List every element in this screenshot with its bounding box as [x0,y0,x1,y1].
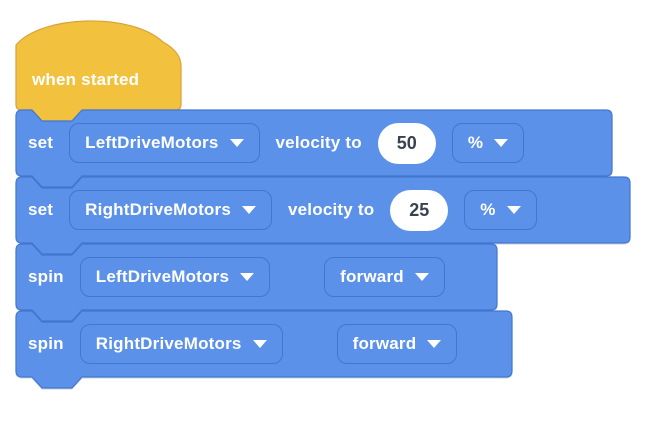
unit-dropdown[interactable]: % [451,123,525,163]
velocity-value: 50 [396,132,417,153]
velocity-value: 25 [409,199,430,220]
motor-dropdown-value: RightDriveMotors [85,200,231,219]
motor-dropdown[interactable]: LeftDriveMotors [69,123,260,163]
unit-dropdown-value: % [467,133,484,152]
direction-dropdown[interactable]: forward [324,257,445,297]
motor-dropdown-value: LeftDriveMotors [95,267,230,286]
unit-dropdown-value: % [480,200,496,219]
caret-down-icon [494,139,509,147]
caret-down-icon [252,340,267,348]
set-velocity-block-left[interactable]: set LeftDriveMotors velocity to 50 % [15,109,613,188]
verb-label: spin [28,267,64,286]
unit-dropdown[interactable]: % [464,190,537,230]
set-velocity-block-right[interactable]: set RightDriveMotors velocity to 25 % [15,176,631,255]
direction-dropdown[interactable]: forward [336,324,458,364]
caret-down-icon [240,273,255,281]
caret-down-icon [414,273,429,281]
property-label: velocity to [275,133,362,152]
caret-down-icon [229,139,244,147]
direction-dropdown-value: forward [340,267,404,286]
hat-label: when started [32,70,140,89]
spin-block-left[interactable]: spin LeftDriveMotors forward [15,243,498,322]
caret-down-icon [242,206,256,214]
motor-dropdown-value: RightDriveMotors [95,334,242,353]
spin-block-right[interactable]: spin RightDriveMotors forward [15,310,513,389]
verb-label: spin [28,334,64,353]
verb-label: set [28,133,54,152]
motor-dropdown[interactable]: RightDriveMotors [69,190,272,230]
velocity-value-input[interactable]: 25 [390,189,449,231]
motor-dropdown[interactable]: LeftDriveMotors [79,257,271,297]
motor-dropdown[interactable]: RightDriveMotors [79,324,283,364]
caret-down-icon [506,206,521,214]
when-started-block[interactable]: when started [15,18,182,122]
direction-dropdown-value: forward [352,334,417,353]
motor-dropdown-value: LeftDriveMotors [85,133,219,152]
verb-label: set [28,200,54,219]
property-label: velocity to [288,200,375,219]
velocity-value-input[interactable]: 50 [377,122,436,164]
caret-down-icon [427,340,442,348]
